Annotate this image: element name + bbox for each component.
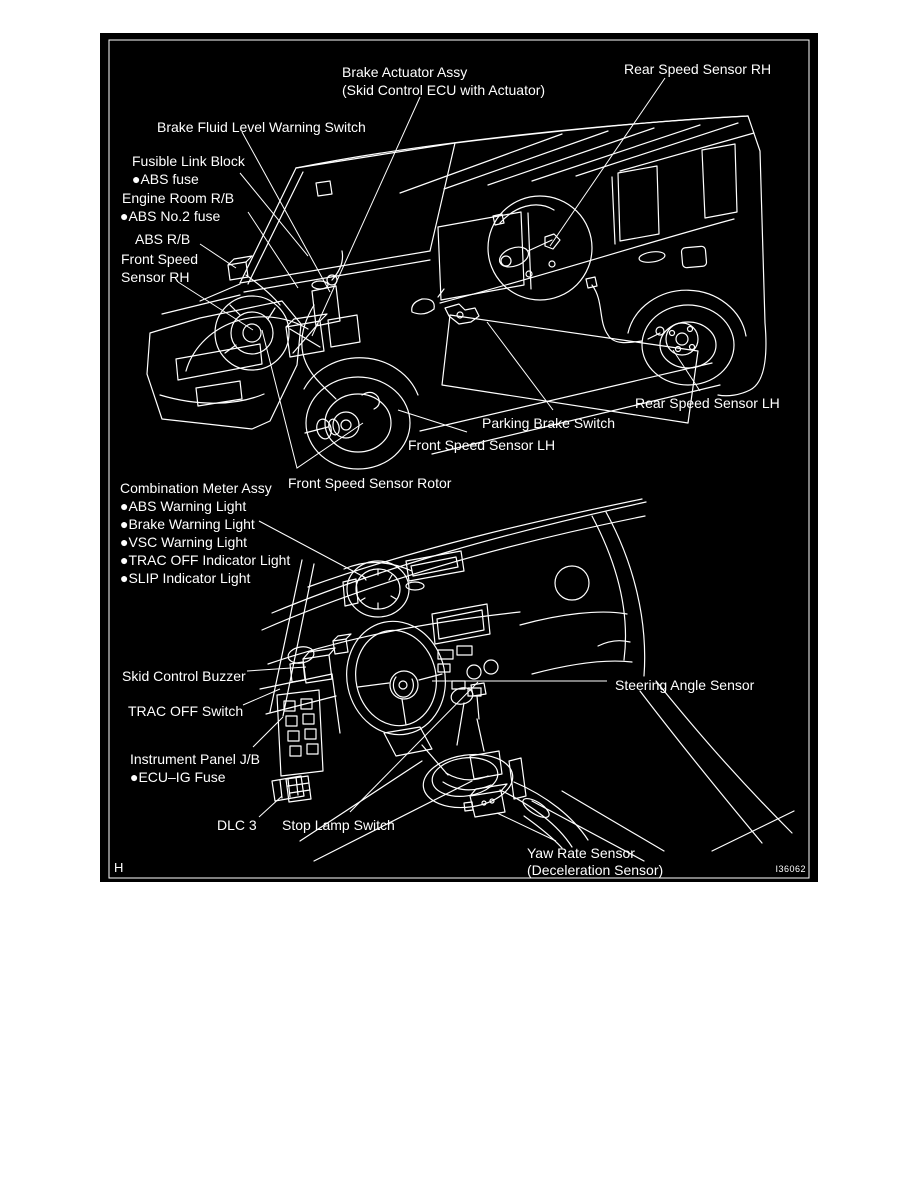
leader-rear-speed-rh [549,77,666,247]
label-abs-rb: ABS R/B [135,231,191,247]
label-trac-off-indicator-light: ●TRAC OFF Indicator Light [120,552,291,568]
leader-brake-fluid [241,131,331,293]
label-fusible-link-block: Fusible Link Block [132,153,245,169]
label-parking-brake-switch: Parking Brake Switch [482,415,616,431]
label-brake-fluid-switch: Brake Fluid Level Warning Switch [157,119,366,135]
leader-stop-lamp [349,681,479,813]
label-abs-warning-light: ●ABS Warning Light [120,498,247,514]
label-front-speed-rh-line1: Front Speed [121,251,199,267]
figure-code: I36062 [775,864,806,874]
leader-instrument-panel-jb [252,716,284,748]
label-yaw-rate-sensor: Yaw Rate Sensor (Deceleration Sensor) [527,845,663,879]
label-abs-no2-fuse: ●ABS No.2 fuse [120,208,221,224]
leader-lines [177,77,701,842]
leader-combination-meter [258,520,367,579]
leader-trac-off-switch [242,688,281,706]
leader-rear-speed-lh [672,349,701,392]
diagram-line-art [108,39,810,879]
label-stop-lamp-switch: Stop Lamp Switch [282,817,395,833]
label-brake-actuator-line2: (Skid Control ECU with Actuator) [342,82,546,98]
label-abs-fuse: ●ABS fuse [132,171,199,187]
inner-frame [108,39,810,879]
label-brake-actuator-line1: Brake Actuator Assy [342,64,468,80]
label-instrument-panel-jb-title: Instrument Panel J/B [130,751,260,767]
leader-front-speed-rotor [261,329,364,469]
leader-yaw-rate [496,812,557,842]
label-slip-indicator-light: ●SLIP Indicator Light [120,570,251,586]
leader-front-speed-lh [397,409,468,433]
label-front-speed-rotor: Front Speed Sensor Rotor [288,475,452,491]
label-front-speed-lh: Front Speed Sensor LH [408,437,556,453]
label-rear-speed-lh: Rear Speed Sensor LH [635,395,780,411]
label-steering-angle-sensor: Steering Angle Sensor [615,677,755,693]
diagram-plate: Brake Actuator Assy (Skid Control ECU wi… [100,33,818,882]
leader-brake-actuator [311,96,421,337]
leader-parking-brake [486,321,554,411]
label-trac-off-switch: TRAC OFF Switch [128,703,244,719]
leader-dlc3 [258,795,283,818]
leader-skid-buzzer [246,666,307,672]
label-dlc3: DLC 3 [217,817,257,833]
label-brake-actuator: Brake Actuator Assy (Skid Control ECU wi… [342,63,545,99]
label-rear-speed-rh: Rear Speed Sensor RH [624,61,772,77]
label-front-speed-rh: Front Speed Sensor RH [121,250,198,286]
vehicle-exterior-drawing [146,115,767,470]
label-combination-meter-title: Combination Meter Assy [120,480,272,496]
label-front-speed-rh-line2: Sensor RH [121,269,190,285]
label-skid-control-buzzer: Skid Control Buzzer [122,668,246,684]
label-combination-meter: Combination Meter Assy ●ABS Warning Ligh… [120,479,290,587]
label-instrument-panel-jb: Instrument Panel J/B ●ECU–IG Fuse [130,750,260,786]
page-letter: H [114,860,124,875]
leader-abs-rb [199,243,237,269]
leader-engine-room-rb [247,211,299,289]
label-ecu-ig-fuse: ●ECU–IG Fuse [130,769,226,785]
label-engine-room-rb: Engine Room R/B [122,190,235,206]
label-vsc-warning-light: ●VSC Warning Light [120,534,247,550]
leader-fusible-link [239,172,309,257]
leader-front-speed-rh [177,281,254,331]
label-brake-warning-light: ●Brake Warning Light [120,516,255,532]
label-yaw-rate-line2: (Deceleration Sensor) [527,862,664,878]
label-yaw-rate-line1: Yaw Rate Sensor [527,845,635,861]
dashboard-interior-drawing [259,498,795,862]
